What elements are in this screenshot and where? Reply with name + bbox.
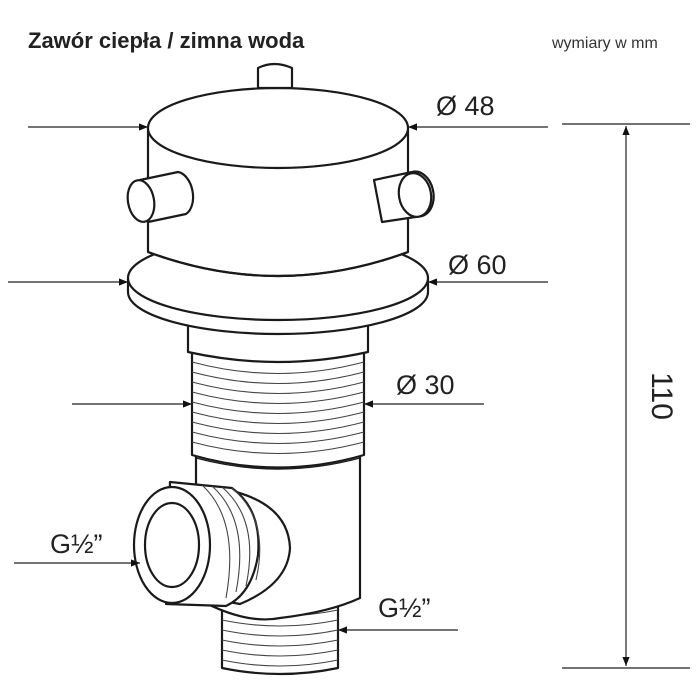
left-pin — [126, 170, 195, 224]
top-pin — [256, 62, 294, 90]
side-outlet — [132, 480, 292, 608]
threaded-section — [190, 350, 366, 469]
dim-label-flange-diameter: Ø 60 — [448, 250, 507, 280]
top-cap — [146, 86, 410, 278]
valve-body — [126, 62, 435, 676]
right-pin — [372, 170, 435, 224]
dim-label-total-height: 110 — [645, 372, 678, 420]
dim-label-body-diameter: Ø 30 — [396, 370, 455, 400]
dim-label-side-thread: G½” — [50, 529, 103, 559]
units-note: wymiary w mm — [551, 35, 658, 52]
drawing-title: Zawór ciepła / zimna woda — [28, 28, 305, 53]
dim-label-top-diameter: Ø 48 — [436, 91, 495, 121]
dim-label-bottom-thread: G½” — [378, 593, 431, 623]
dimension-lines — [8, 123, 690, 669]
